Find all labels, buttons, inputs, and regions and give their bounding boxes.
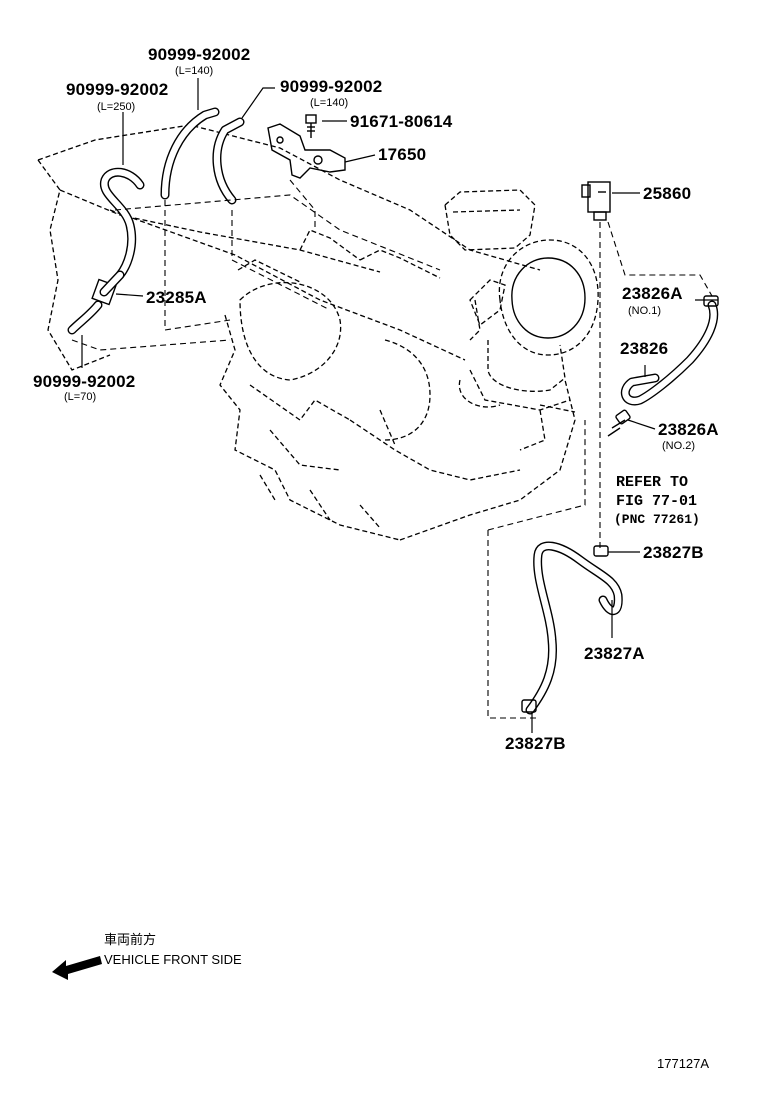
figure-id: 177127A bbox=[657, 1056, 709, 1071]
routing-lines bbox=[71, 179, 713, 719]
label-filter: 23285A bbox=[146, 288, 207, 307]
label-clamp-no2-tag: (NO.2) bbox=[662, 440, 695, 452]
bolt-part bbox=[305, 114, 317, 138]
label-hose-top-center: 90999-92002 bbox=[148, 45, 250, 64]
clamp-23827b-upper bbox=[593, 545, 609, 557]
hose-23827a bbox=[525, 541, 623, 715]
legend-english: VEHICLE FRONT SIDE bbox=[104, 952, 242, 967]
label-hose-23827a: 23827A bbox=[584, 644, 645, 663]
label-hose-top-right-length: (L=140) bbox=[310, 97, 348, 109]
vehicle-front-legend: 車両前方 VEHICLE FRONT SIDE bbox=[52, 932, 242, 980]
label-vsv-bracket: 17650 bbox=[378, 145, 426, 164]
label-hose-top-left: 90999-92002 bbox=[66, 80, 168, 99]
label-hose-top-center-length: (L=140) bbox=[175, 65, 213, 77]
legend-japanese: 車両前方 bbox=[104, 932, 156, 947]
refer-line2: FIG 77-01 bbox=[616, 493, 697, 510]
label-hose-23826: 23826 bbox=[620, 339, 668, 358]
label-hose-top-right: 90999-92002 bbox=[280, 77, 382, 96]
label-bolt: 91671-80614 bbox=[350, 112, 453, 131]
leader-lines bbox=[81, 78, 718, 733]
vsv-part bbox=[581, 181, 611, 221]
label-clamp-no1: 23826A bbox=[622, 284, 683, 303]
front-arrow-icon bbox=[52, 956, 102, 980]
vsv-bracket bbox=[267, 123, 346, 179]
label-clamp-23827b-upper: 23827B bbox=[643, 543, 704, 562]
label-hose-bottom-left: 90999-92002 bbox=[33, 372, 135, 391]
clamp-23826a-no2 bbox=[607, 409, 631, 437]
clamp-23826a-no1 bbox=[703, 295, 719, 307]
refer-line1: REFER TO bbox=[616, 474, 688, 491]
hose-top-center bbox=[160, 107, 220, 200]
filter-part bbox=[91, 270, 125, 306]
clamp-23827b-lower bbox=[521, 699, 537, 713]
refer-line3: (PNC 77261) bbox=[614, 512, 700, 527]
label-hose-bottom-left-length: (L=70) bbox=[64, 391, 96, 403]
engine-block-outline bbox=[37, 124, 599, 541]
label-clamp-23827b-lower: 23827B bbox=[505, 734, 566, 753]
hose-23826 bbox=[620, 300, 719, 406]
label-hose-top-left-length: (L=250) bbox=[97, 101, 135, 113]
label-clamp-no2: 23826A bbox=[658, 420, 719, 439]
hose-top-left bbox=[99, 167, 145, 280]
hose-bottom-left bbox=[67, 300, 103, 335]
label-clamp-no1-tag: (NO.1) bbox=[628, 305, 661, 317]
label-vsv: 25860 bbox=[643, 184, 691, 203]
hose-top-right bbox=[212, 117, 245, 205]
